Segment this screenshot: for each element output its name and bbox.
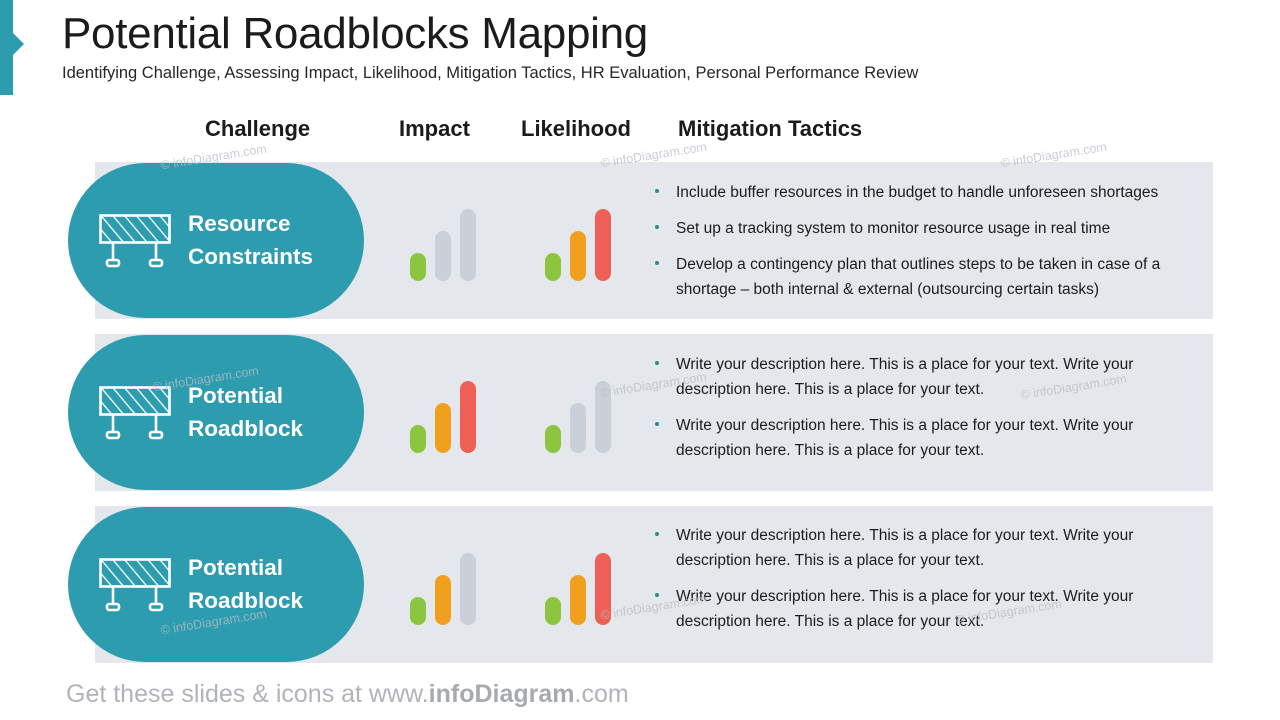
bar-level-2 bbox=[435, 231, 451, 281]
impact-bar-group[interactable] bbox=[410, 549, 476, 625]
bar-level-3 bbox=[460, 209, 476, 281]
list-item: Include buffer resources in the budget t… bbox=[655, 180, 1200, 205]
bar-level-2 bbox=[570, 575, 586, 625]
bar-level-2 bbox=[570, 403, 586, 453]
footer-brand: infoDiagram bbox=[428, 680, 575, 708]
list-item: Write your description here. This is a p… bbox=[655, 352, 1200, 402]
left-accent-bar bbox=[0, 0, 13, 95]
bar-level-3 bbox=[595, 381, 611, 453]
tactic-text: Set up a tracking system to monitor reso… bbox=[676, 220, 1111, 238]
column-header-mitigation: Mitigation Tactics bbox=[678, 116, 863, 141]
page-subtitle: Identifying Challenge, Assessing Impact,… bbox=[62, 64, 919, 83]
column-header-row: Challenge Impact Likelihood Mitigation T… bbox=[0, 116, 1280, 154]
list-item: Set up a tracking system to monitor reso… bbox=[655, 216, 1200, 241]
likelihood-bar-group[interactable] bbox=[545, 377, 611, 453]
bar-level-1 bbox=[410, 253, 426, 281]
column-header-challenge: Challenge bbox=[205, 116, 311, 141]
list-item: Write your description here. This is a p… bbox=[655, 413, 1200, 463]
likelihood-bar-group[interactable] bbox=[545, 549, 611, 625]
tactic-text: Develop a contingency plan that outlines… bbox=[676, 256, 1161, 299]
bar-level-3 bbox=[595, 209, 611, 281]
column-header-likelihood: Likelihood bbox=[521, 116, 631, 141]
tactic-text: Write your description here. This is a p… bbox=[676, 527, 1134, 570]
bar-level-1 bbox=[545, 597, 561, 625]
bar-level-3 bbox=[460, 553, 476, 625]
list-item: Write your description here. This is a p… bbox=[655, 584, 1200, 634]
bar-level-1 bbox=[545, 253, 561, 281]
tactic-text: Include buffer resources in the budget t… bbox=[676, 184, 1159, 201]
roadblock-barrier-icon bbox=[98, 213, 172, 269]
mitigation-tactics-list: Write your description here. This is a p… bbox=[655, 523, 1200, 645]
slide-header: Potential Roadblocks Mapping Identifying… bbox=[62, 9, 1242, 83]
bullet-dot-icon bbox=[655, 422, 659, 427]
likelihood-bar-group[interactable] bbox=[545, 205, 611, 281]
footer-prefix: Get these slides & icons at www. bbox=[66, 680, 429, 708]
page-title: Potential Roadblocks Mapping bbox=[62, 9, 648, 58]
bar-level-3 bbox=[460, 381, 476, 453]
left-accent-notch-icon bbox=[13, 33, 24, 55]
mitigation-tactics-list: Write your description here. This is a p… bbox=[655, 352, 1200, 474]
bullet-dot-icon bbox=[655, 532, 659, 536]
bullet-dot-icon bbox=[655, 593, 659, 598]
challenge-pill[interactable]: Potential Roadblock bbox=[68, 335, 364, 490]
bullet-dot-icon bbox=[655, 261, 659, 266]
column-header-impact: Impact bbox=[399, 116, 470, 141]
bar-level-3 bbox=[595, 553, 611, 625]
challenge-label: Potential Roadblock bbox=[188, 382, 304, 441]
mitigation-tactics-list: Include buffer resources in the budget t… bbox=[655, 180, 1200, 313]
bar-level-2 bbox=[570, 231, 586, 281]
challenge-label: Resource Constraints bbox=[188, 210, 314, 269]
list-item: Write your description here. This is a p… bbox=[655, 523, 1200, 573]
roadblock-barrier-icon bbox=[98, 557, 172, 613]
bar-level-1 bbox=[410, 597, 426, 625]
bar-level-2 bbox=[435, 403, 451, 453]
bar-level-2 bbox=[435, 575, 451, 625]
bar-level-1 bbox=[545, 425, 561, 453]
challenge-pill[interactable]: Potential Roadblock bbox=[68, 507, 364, 662]
challenge-pill[interactable]: Resource Constraints bbox=[68, 163, 364, 318]
bullet-dot-icon bbox=[655, 189, 659, 193]
tactic-text: Write your description here. This is a p… bbox=[676, 356, 1134, 399]
footer-promo: Get these slides & icons at www.infoDiag… bbox=[66, 680, 629, 709]
roadblock-barrier-icon bbox=[98, 385, 172, 441]
impact-bar-group[interactable] bbox=[410, 377, 476, 453]
bar-level-1 bbox=[410, 425, 426, 453]
bullet-dot-icon bbox=[655, 361, 659, 365]
tactic-text: Write your description here. This is a p… bbox=[676, 417, 1134, 460]
tactic-text: Write your description here. This is a p… bbox=[676, 588, 1134, 631]
bullet-dot-icon bbox=[655, 225, 659, 230]
footer-suffix: .com bbox=[574, 680, 629, 708]
list-item: Develop a contingency plan that outlines… bbox=[655, 252, 1200, 302]
challenge-label: Potential Roadblock bbox=[188, 554, 304, 613]
impact-bar-group[interactable] bbox=[410, 205, 476, 281]
